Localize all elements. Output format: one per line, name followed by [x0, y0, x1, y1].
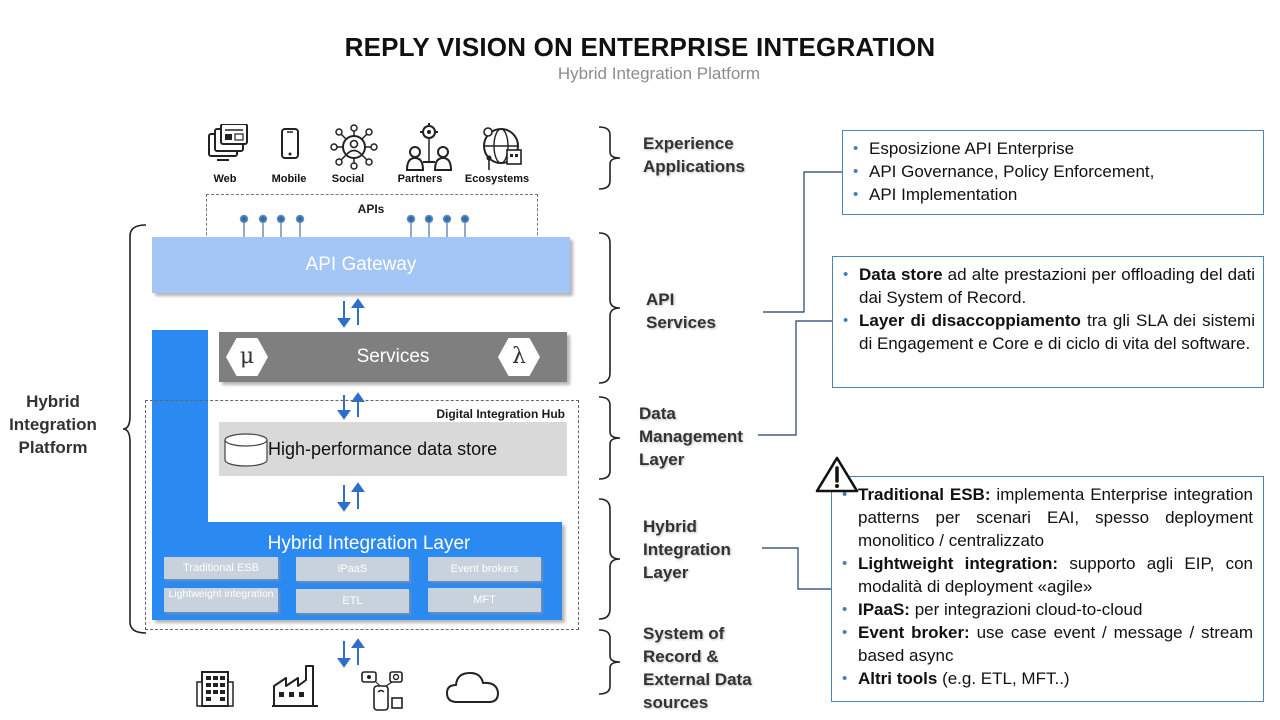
layer-experience-applications: Experience Applications [643, 134, 746, 176]
factory-icon [272, 665, 318, 707]
layer-system-of-record: System of Record & External Data sources [643, 624, 752, 712]
integration-bullet: Event broker: use case event / message /… [832, 621, 1253, 667]
info-box-integration: Traditional ESB: implementa Enterprise i… [831, 476, 1264, 702]
tool-traditional-esb: Traditional ESB [164, 557, 278, 579]
channel-label-partners: Partners [397, 173, 443, 185]
microservice-icon: μ [226, 338, 268, 376]
brace-experience [598, 126, 621, 190]
api-bullet: API Implementation [843, 183, 1263, 206]
api-bullet: Esposizione API Enterprise [843, 137, 1263, 160]
api-gateway: API Gateway [152, 237, 570, 293]
ecosystems-icon [483, 127, 522, 170]
brace-data-management [598, 396, 621, 480]
info-box-api: Esposizione API Enterprise API Governanc… [842, 130, 1264, 215]
arrows-hybrid-sources [337, 638, 365, 668]
apis-label: APIs [357, 202, 385, 216]
channel-label-web: Web [213, 173, 237, 185]
arrows-datastore-hybrid [337, 482, 365, 512]
lambda-icon: λ [498, 338, 540, 376]
building-icon [196, 671, 234, 707]
integration-bullet: Lightweight integration: supporto agli E… [832, 552, 1253, 598]
integration-bullet: Altri tools (e.g. ETL, MFT..) [832, 667, 1253, 690]
layer-data-management: Data Management Layer [639, 404, 743, 469]
high-performance-data-store: High-performance data store [219, 422, 567, 476]
tool-etl: ETL [296, 589, 409, 613]
channel-label-mobile: Mobile [271, 173, 307, 185]
iot-devices-icon [361, 671, 403, 711]
integration-bullet: Traditional ESB: implementa Enterprise i… [832, 483, 1253, 552]
platform-brace [122, 224, 147, 634]
warning-icon [815, 456, 859, 493]
datastore-label: High-performance data store [268, 439, 498, 459]
brace-api-services [598, 232, 621, 384]
platform-label: Hybrid Integration Platform [9, 392, 97, 457]
channel-label-ecosystems: Ecosystems [464, 173, 530, 185]
data-bullet: Data store ad alte prestazioni per offlo… [833, 263, 1255, 309]
digital-integration-hub [145, 400, 579, 630]
mobile-icon [281, 128, 299, 159]
layer-api-services: API Services [646, 290, 716, 332]
integration-bullet: IPaaS: per integrazioni cloud-to-cloud [832, 598, 1253, 621]
info-box-data: Data store ad alte prestazioni per offlo… [832, 256, 1264, 388]
channel-label-social: Social [331, 173, 365, 185]
tool-event-brokers: Event brokers [428, 557, 541, 581]
database-icon [224, 433, 268, 467]
data-bullet: Layer di disaccoppiamento tra gli SLA de… [833, 309, 1255, 355]
hybrid-layer-label: Hybrid Integration Layer [267, 533, 471, 554]
page-title: REPLY VISION ON ENTERPRISE INTEGRATION [344, 32, 936, 62]
hub-label: Digital Integration Hub [436, 407, 565, 421]
page-subtitle: Hybrid Integration Platform [557, 64, 761, 83]
brace-hybrid-integration [598, 498, 621, 620]
tool-mft: MFT [428, 588, 541, 612]
cloud-icon [446, 672, 499, 703]
layer-hybrid-integration: Hybrid Integration Layer [643, 517, 731, 582]
partners-icon [405, 123, 453, 171]
api-bullet: API Governance, Policy Enforcement, [843, 160, 1263, 183]
arrows-services-hub [337, 392, 365, 420]
arrows-gateway-services [337, 298, 365, 328]
web-icon [208, 124, 248, 161]
social-icon [330, 124, 378, 170]
brace-system-of-record [598, 629, 621, 695]
tool-ipaas: iPaaS [296, 557, 409, 581]
tool-lightweight-integration: Lightweight integration [164, 588, 278, 612]
